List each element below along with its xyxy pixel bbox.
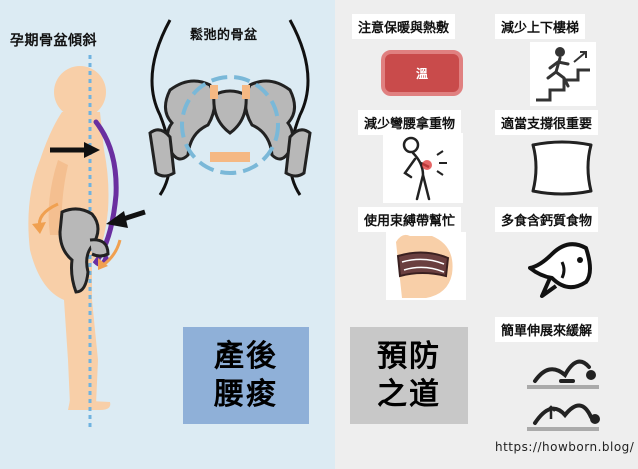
- title-left: 產後 腰痠: [183, 327, 309, 424]
- belt-tile: [386, 232, 466, 300]
- source-url: https://howborn.blog/: [495, 440, 635, 454]
- loose-pelvis-icon: [148, 19, 312, 196]
- title-left-line1: 產後: [214, 339, 278, 374]
- title-right-line2: 之道: [377, 376, 441, 412]
- stretch-tile: [525, 345, 601, 433]
- pillow-icon: [531, 140, 593, 196]
- pregnant-figure-icon: [28, 55, 146, 430]
- pelvis-label: 鬆弛的骨盆: [190, 28, 258, 43]
- posture-label: 孕期骨盆傾斜: [10, 33, 97, 49]
- title-left-line2: 腰痠: [214, 376, 278, 412]
- title-right-line1: 預防: [377, 339, 441, 374]
- tip-label-support: 適當支撐很重要: [495, 110, 599, 135]
- title-right: 預防 之道: [350, 327, 468, 424]
- fish-tile: [522, 232, 604, 302]
- tip-label-stairs: 減少上下樓梯: [495, 14, 586, 39]
- back-pain-tile: [383, 133, 463, 203]
- tip-label-heat: 注意保暖與熱敷: [352, 14, 456, 39]
- heat-pad-text: 溫: [415, 66, 428, 81]
- pillow-tile: [523, 135, 601, 199]
- heat-pad-icon: 溫: [381, 50, 463, 96]
- stairs-icon: [536, 47, 590, 102]
- back-pain-icon: [402, 136, 447, 201]
- belly-belt-icon: [396, 234, 453, 298]
- tip-label-lifting: 減少彎腰拿重物: [358, 110, 462, 135]
- tip-label-stretch: 簡單伸展來緩解: [495, 317, 599, 342]
- tip-label-calcium: 多食含鈣質食物: [495, 207, 599, 232]
- tip-label-belt: 使用束縛帶幫忙: [358, 207, 462, 232]
- stretch-icon: [527, 359, 600, 431]
- fish-icon: [528, 242, 592, 298]
- stairs-tile: [530, 42, 596, 106]
